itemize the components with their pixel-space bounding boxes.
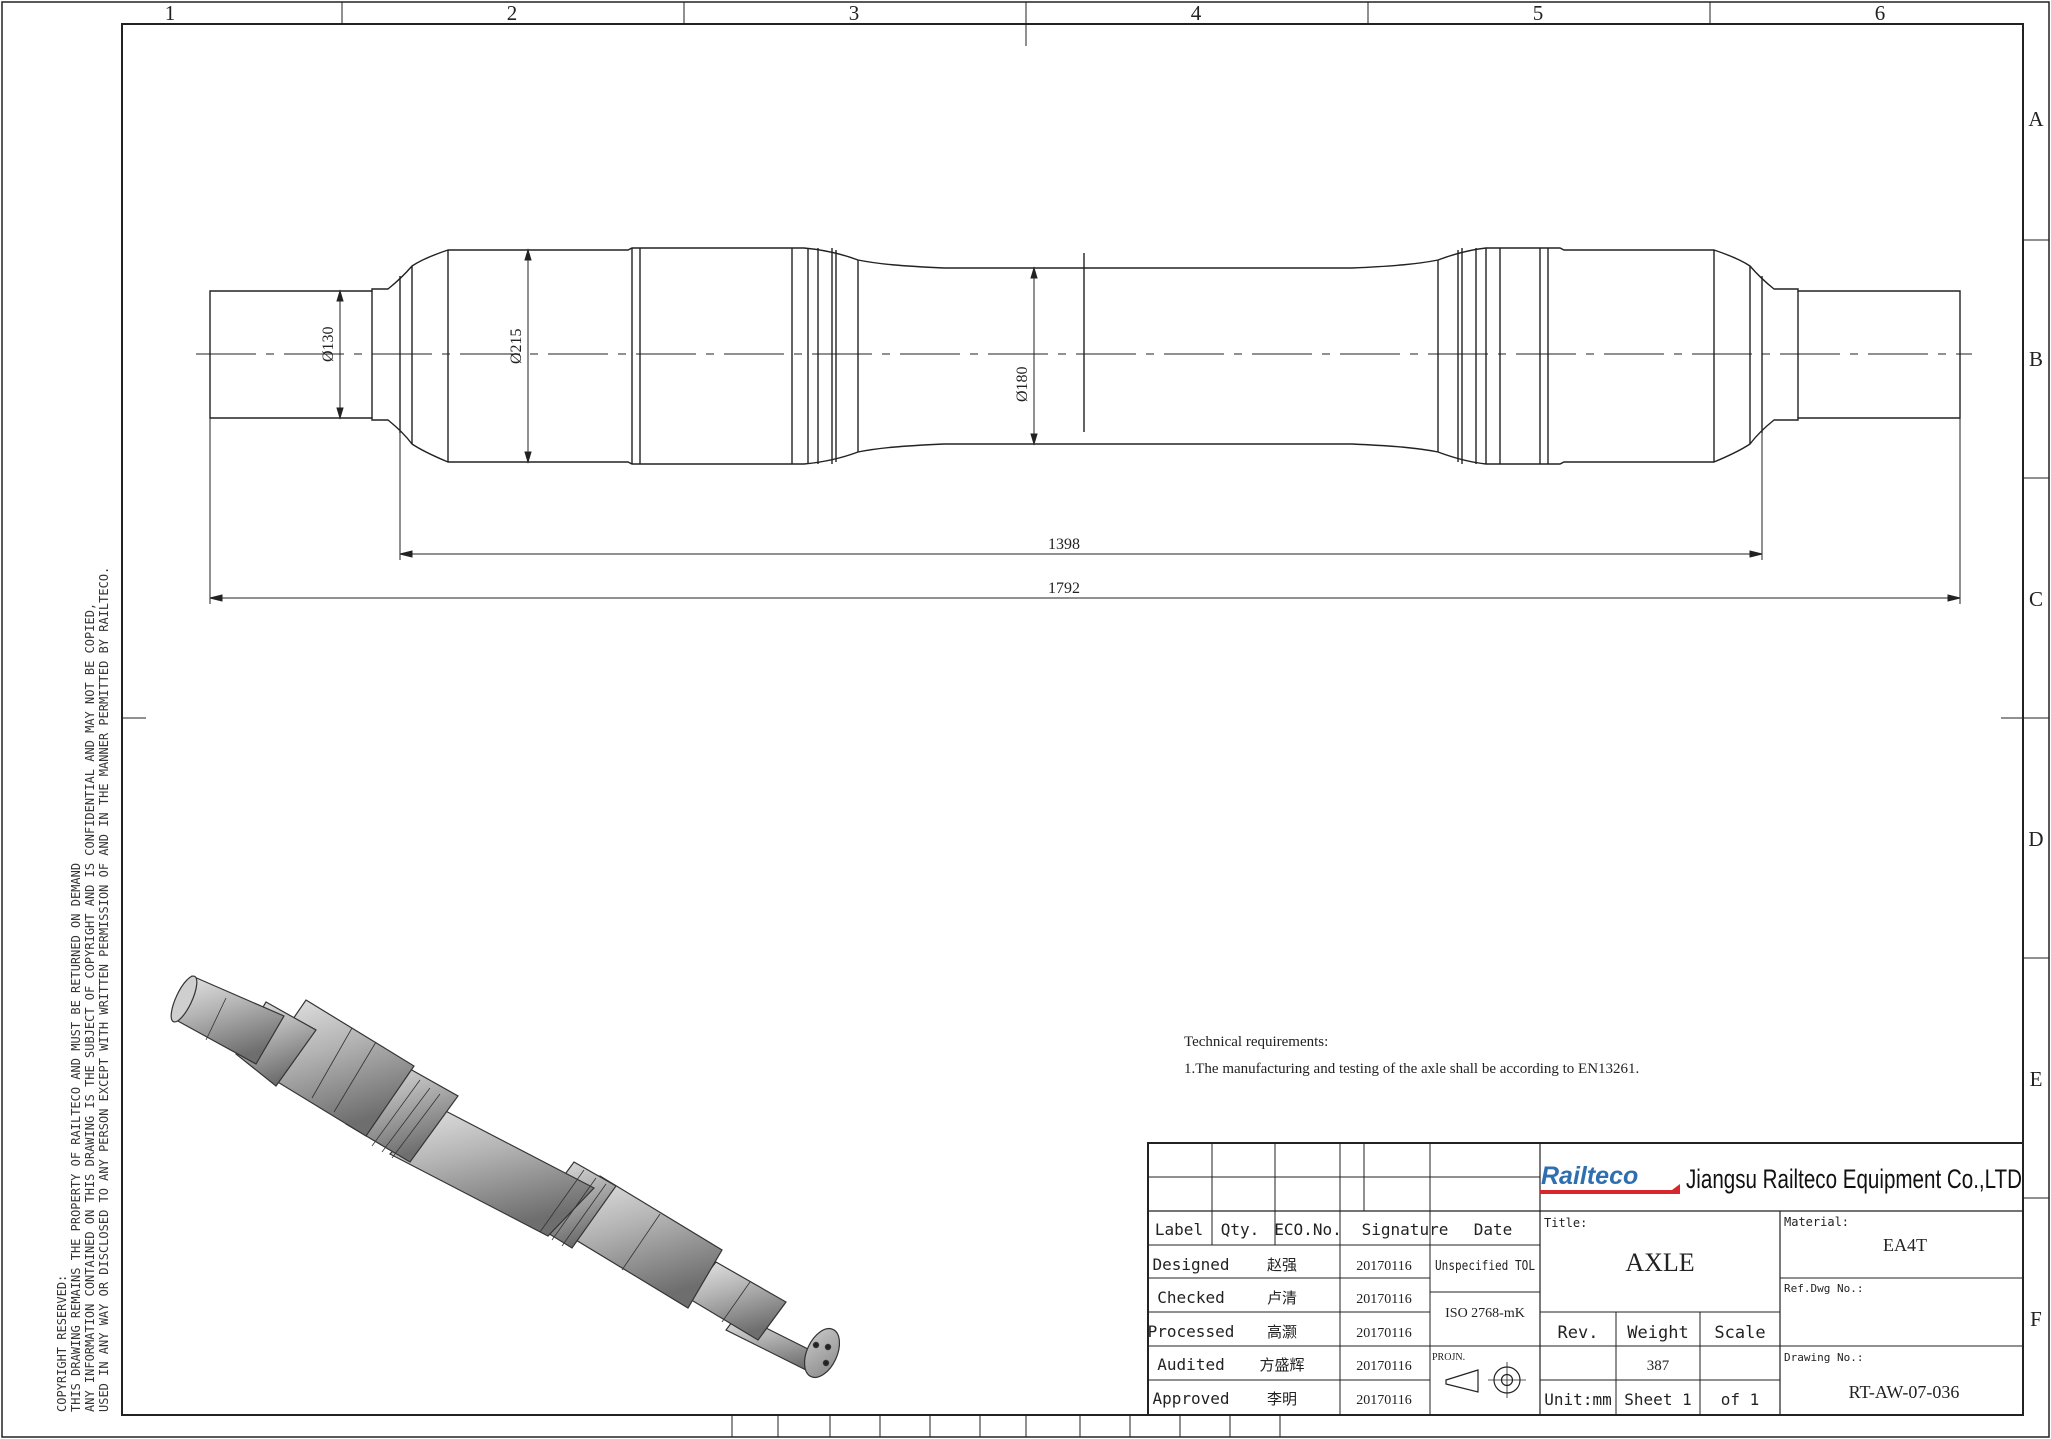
zone-col-4: 4 bbox=[1191, 1, 1202, 25]
scale-label: Scale bbox=[1714, 1323, 1765, 1343]
zone-labels: 1 2 3 4 5 6 A B C D E F bbox=[165, 1, 2045, 1331]
axle-isometric-view bbox=[170, 975, 841, 1379]
title-label: Title: bbox=[1544, 1216, 1587, 1230]
drawing-number: RT-AW-07-036 bbox=[1849, 1382, 1960, 1402]
row-name: 卢清 bbox=[1267, 1289, 1297, 1307]
row-role: Processed bbox=[1148, 1322, 1235, 1341]
zone-row-E: E bbox=[2030, 1067, 2043, 1091]
tech-line-1: 1.The manufacturing and testing of the a… bbox=[1184, 1061, 1639, 1077]
dim-dia-130: Ø130 bbox=[320, 326, 337, 362]
dimension-texts: Ø130 Ø215 Ø180 1398 1792 bbox=[320, 326, 1080, 597]
axle-front-view bbox=[196, 247, 1972, 465]
logo-text: Railteco bbox=[1541, 1162, 1638, 1190]
rev-weight-scale: Rev. Weight Scale bbox=[1558, 1323, 1766, 1343]
material-value: EA4T bbox=[1883, 1235, 1927, 1255]
row-date: 20170116 bbox=[1356, 1393, 1411, 1408]
dim-dia-180: Ø180 bbox=[1014, 366, 1031, 402]
header-eco: ECO.No. bbox=[1274, 1220, 1341, 1239]
dim-length-1792: 1792 bbox=[1048, 580, 1080, 597]
zone-col-1: 1 bbox=[165, 1, 176, 25]
row-role: Checked bbox=[1157, 1288, 1224, 1307]
copyright-line-2: THIS DRAWING REMAINS THE PROPERTY OF RAI… bbox=[69, 863, 83, 1412]
weight-value: 387 bbox=[1647, 1358, 1670, 1374]
drawing-number-label: Drawing No.: bbox=[1784, 1351, 1863, 1364]
title-block-headers: Label Qty. ECO.No. Signature Date bbox=[1155, 1220, 1512, 1239]
zone-row-A: A bbox=[2028, 107, 2044, 131]
row-role: Approved bbox=[1152, 1389, 1229, 1408]
company-name: Jiangsu Railteco Equipment Co.,LTD bbox=[1686, 1164, 2022, 1194]
zone-col-3: 3 bbox=[849, 1, 860, 25]
rev-label: Rev. bbox=[1558, 1323, 1599, 1343]
weight-label: Weight bbox=[1627, 1323, 1688, 1343]
title-block bbox=[1147, 1142, 2024, 1416]
axle-end-face bbox=[803, 1327, 841, 1379]
zone-row-B: B bbox=[2029, 347, 2043, 371]
tech-heading: Technical requirements: bbox=[1184, 1034, 1328, 1050]
sheet-number: Sheet 1 bbox=[1624, 1390, 1691, 1409]
approval-rows: Designed 赵强 20170116 Checked 卢清 20170116… bbox=[1148, 1255, 1412, 1408]
unspecified-tol: Unspecified TOL bbox=[1435, 1259, 1535, 1274]
header-qty: Qty. bbox=[1221, 1220, 1260, 1239]
material-label: Material: bbox=[1784, 1215, 1849, 1229]
drawing-title: AXLE bbox=[1625, 1248, 1694, 1277]
zone-col-6: 6 bbox=[1875, 1, 1886, 25]
dim-length-1398: 1398 bbox=[1048, 536, 1080, 553]
row-date: 20170116 bbox=[1356, 1326, 1411, 1341]
zone-row-F: F bbox=[2030, 1307, 2042, 1331]
zone-row-C: C bbox=[2029, 587, 2043, 611]
iso-tolerance: ISO 2768-mK bbox=[1445, 1306, 1525, 1321]
copyright-notice: COPYRIGHT RESERVED: THIS DRAWING REMAINS… bbox=[55, 567, 111, 1412]
row-role: Designed bbox=[1152, 1255, 1229, 1274]
zone-col-2: 2 bbox=[507, 1, 518, 25]
axle-outline bbox=[209, 247, 1961, 465]
row-name: 赵强 bbox=[1267, 1256, 1297, 1274]
sheet-info: Unit:mm Sheet 1 of 1 bbox=[1544, 1390, 1759, 1409]
dim-dia-215: Ø215 bbox=[508, 328, 525, 364]
dimensions bbox=[209, 248, 1961, 604]
header-signature: Signature bbox=[1362, 1220, 1449, 1239]
projection-label: PROJN. bbox=[1432, 1352, 1465, 1363]
company-logo: Railteco bbox=[1540, 1162, 1680, 1194]
copyright-line-1: COPYRIGHT RESERVED: bbox=[55, 1275, 69, 1412]
sheet-total: of 1 bbox=[1721, 1390, 1760, 1409]
copyright-line-3: ANY INFORMATION CONTAINED ON THIS DRAWIN… bbox=[83, 603, 97, 1412]
row-role: Audited bbox=[1157, 1355, 1224, 1374]
row-date: 20170116 bbox=[1356, 1292, 1411, 1307]
zone-row-D: D bbox=[2028, 827, 2043, 851]
row-date: 20170116 bbox=[1356, 1259, 1411, 1274]
header-date: Date bbox=[1474, 1220, 1513, 1239]
unit-label: Unit:mm bbox=[1544, 1390, 1611, 1409]
row-name: 方盛辉 bbox=[1259, 1356, 1304, 1374]
projection-symbol-icon bbox=[1445, 1362, 1526, 1398]
technical-requirements: Technical requirements: 1.The manufactur… bbox=[1184, 1034, 1639, 1077]
row-name: 李明 bbox=[1267, 1390, 1297, 1408]
header-label: Label bbox=[1155, 1220, 1203, 1239]
copyright-line-4: USED IN ANY WAY OR DISCLOSED TO ANY PERS… bbox=[97, 567, 111, 1412]
row-name: 高灏 bbox=[1267, 1323, 1297, 1341]
ref-drawing-label: Ref.Dwg No.: bbox=[1784, 1282, 1863, 1295]
row-date: 20170116 bbox=[1356, 1359, 1411, 1374]
zone-col-5: 5 bbox=[1533, 1, 1544, 25]
